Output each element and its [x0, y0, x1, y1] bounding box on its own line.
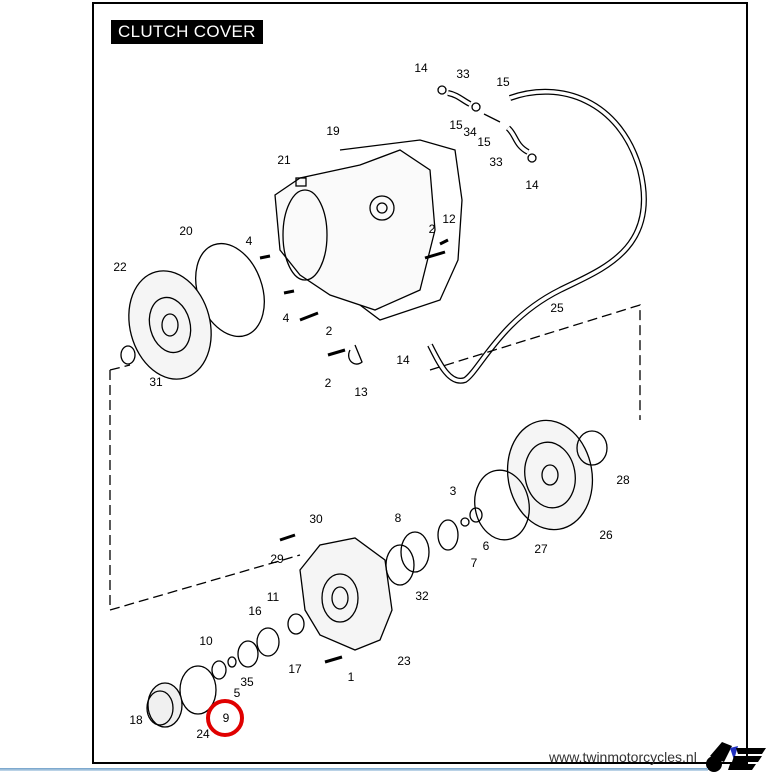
- callout-30: 30: [309, 512, 323, 526]
- website-url[interactable]: www.twinmotorcycles.nl: [549, 749, 697, 765]
- callout-14: 14: [414, 61, 428, 75]
- callout-29: 29: [270, 552, 284, 566]
- dashed-guide: [109, 304, 641, 611]
- ring-7: [437, 519, 459, 551]
- cap-18: [147, 682, 183, 728]
- callout-9: 9: [223, 711, 230, 725]
- callout-21: 21: [277, 153, 291, 167]
- callout-20: 20: [179, 224, 193, 238]
- callout-32: 32: [415, 589, 429, 603]
- callout-15: 15: [496, 75, 510, 89]
- callout-4: 4: [283, 311, 290, 325]
- o-ring-24: [179, 665, 217, 715]
- callout-8: 8: [395, 511, 402, 525]
- derby-cover-22: [128, 270, 212, 380]
- callout-15: 15: [449, 118, 463, 132]
- diagram-frame: [92, 2, 748, 764]
- plug-28: [576, 430, 608, 466]
- callout-27: 27: [534, 542, 548, 556]
- callout-3: 3: [450, 484, 457, 498]
- callout-26: 26: [599, 528, 613, 542]
- callout-5: 5: [234, 686, 241, 700]
- callout-33: 33: [456, 67, 470, 81]
- callout-23: 23: [397, 654, 411, 668]
- callout-24: 24: [196, 727, 210, 741]
- bottom-divider: [0, 768, 708, 771]
- callout-2: 2: [429, 222, 436, 236]
- highlight-circle: [206, 699, 244, 737]
- callout-31: 31: [149, 375, 163, 389]
- callout-25: 25: [550, 301, 564, 315]
- inner-primary-21: [274, 149, 436, 311]
- callout-19: 19: [326, 124, 340, 138]
- gasket-19: [339, 139, 463, 321]
- callout-22: 22: [113, 260, 127, 274]
- seal-31: [120, 345, 136, 365]
- callout-14: 14: [525, 178, 539, 192]
- callout-15: 15: [477, 135, 491, 149]
- callout-6: 6: [483, 539, 490, 553]
- diagram-title: CLUTCH COVER: [111, 20, 263, 44]
- clamp-13: [348, 344, 363, 365]
- callout-17: 17: [288, 662, 302, 676]
- callout-1: 1: [348, 670, 355, 684]
- callout-33: 33: [489, 155, 503, 169]
- callout-13: 13: [354, 385, 368, 399]
- callout-18: 18: [129, 713, 143, 727]
- clutch-cover-23: [299, 537, 393, 651]
- callout-11: 11: [267, 590, 280, 604]
- brand-logo: [706, 742, 766, 772]
- callout-7: 7: [471, 556, 478, 570]
- callout-14: 14: [396, 353, 410, 367]
- bearing-32: [385, 544, 415, 586]
- bearing-11: [287, 613, 305, 635]
- callout-10: 10: [199, 634, 213, 648]
- callout-12: 12: [442, 212, 456, 226]
- gasket-27: [474, 469, 530, 541]
- callout-28: 28: [616, 473, 630, 487]
- callout-2: 2: [325, 376, 332, 390]
- callout-2: 2: [326, 324, 333, 338]
- callout-4: 4: [246, 234, 253, 248]
- callout-35: 35: [240, 675, 254, 689]
- callout-16: 16: [248, 604, 262, 618]
- callout-34: 34: [463, 125, 477, 139]
